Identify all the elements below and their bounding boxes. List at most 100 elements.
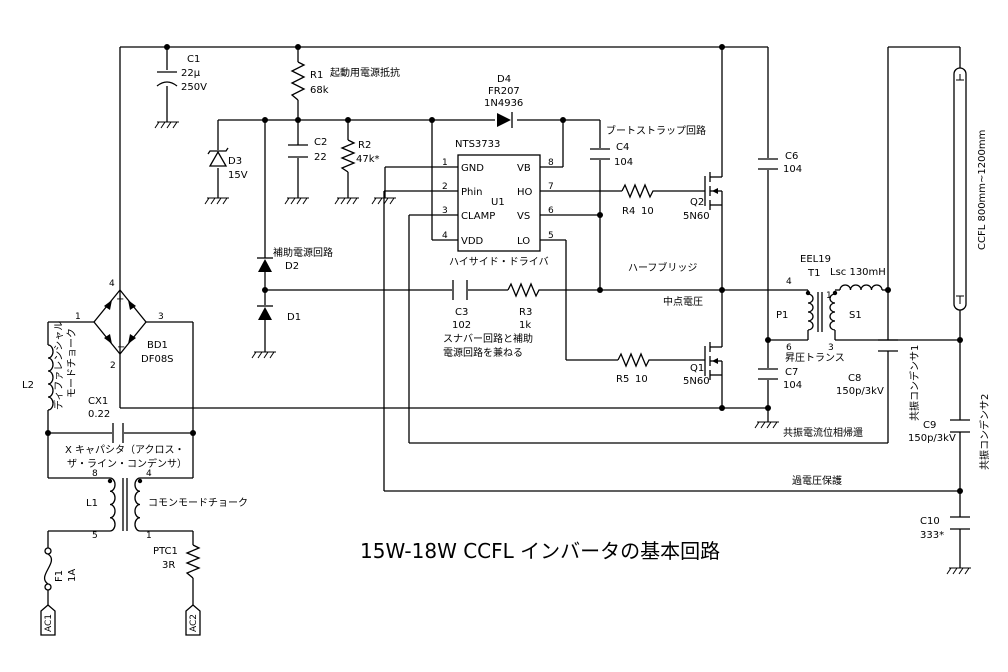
q2-value: 5N60 <box>683 211 710 222</box>
c9-ref: C9 <box>923 420 936 431</box>
u1-pin2-name: Phin <box>461 187 482 198</box>
bd1-pin2: 2 <box>110 361 116 371</box>
u1-desc: ハイサイド・ドライバ <box>449 256 549 268</box>
ground-u1 <box>371 197 396 205</box>
c7-value: 104 <box>783 380 802 391</box>
r3-value: 1k <box>519 320 531 331</box>
t1-core: EEL19 <box>800 254 831 265</box>
resistor-r3: R3 1k <box>507 282 544 331</box>
l1-pin4: 4 <box>146 469 152 479</box>
l1-pin5: 5 <box>92 531 98 541</box>
t1-pin3: 3 <box>828 343 834 353</box>
u1-ref: U1 <box>491 197 505 208</box>
r1-ref: R1 <box>310 70 323 81</box>
d4-ref: D4 <box>497 74 511 85</box>
q1-value: 5N60 <box>683 376 710 387</box>
bd1-pin4: 4 <box>109 279 115 289</box>
bd1-pin1: 1 <box>75 312 81 322</box>
cx1-ref: CX1 <box>88 396 108 407</box>
u1-pin4-name: VDD <box>461 236 484 247</box>
capacitor-c1: C1 22μ 250V <box>156 54 207 93</box>
l2-desc2: モードチョーク <box>66 328 78 398</box>
c1-voltage: 250V <box>181 82 207 93</box>
ic-u1: NTS3733 U1 1 GND 2 Phin 3 CLAMP 4 VDD 8 … <box>442 139 554 268</box>
l2-desc1: ディファレンシャル <box>52 321 65 410</box>
q1-ref: Q1 <box>690 363 704 374</box>
zener-d3: D3 15V <box>207 147 248 181</box>
resistor-r4: R4 10 <box>621 183 656 217</box>
c8-ref: C8 <box>848 373 861 384</box>
ground-d1 <box>251 351 276 359</box>
bd1-plus: + <box>116 294 124 305</box>
f1-ref: F1 <box>54 570 65 582</box>
capacitor-c7: C7 104 <box>758 367 802 391</box>
capacitor-c2: C2 22 <box>288 137 327 163</box>
c6-value: 104 <box>783 164 802 175</box>
d4-value2: 1N4936 <box>484 98 523 109</box>
d2-ref: D2 <box>285 261 299 272</box>
d3-ref: D3 <box>228 156 242 167</box>
cx1-value: 0.22 <box>88 409 110 420</box>
c7-ref: C7 <box>785 367 798 378</box>
cx1-desc2: ザ・ライン・コンデンサ） <box>67 457 187 470</box>
ground-symbols <box>154 121 971 575</box>
u1-part: NTS3733 <box>455 139 500 150</box>
t1-secondary: S1 <box>849 310 862 321</box>
r1-desc: 起動用電源抵抗 <box>330 66 400 79</box>
c9-value: 150p/3kV <box>908 433 956 444</box>
ac1-label: AC1 <box>44 614 54 632</box>
u1-pin7-num: 7 <box>548 182 554 192</box>
snubber-note-line2: 電源回路を兼ねる <box>443 346 523 359</box>
c1-value: 22μ <box>181 68 201 79</box>
u1-pin5-num: 5 <box>548 231 554 241</box>
c10-ref: C10 <box>920 516 940 527</box>
cx1-desc1: X キャパシタ（アクロス・ <box>65 444 185 456</box>
t1-desc: 昇圧トランス <box>785 352 845 364</box>
midpoint-label: 中点電圧 <box>663 295 703 308</box>
r3-ref: R3 <box>519 307 532 318</box>
bd1-minus: − <box>117 342 125 353</box>
u1-pin4-num: 4 <box>442 231 448 241</box>
half-bridge-label: ハーフブリッジ <box>628 261 697 274</box>
ground-c7 <box>754 421 779 429</box>
u1-pin1-num: 1 <box>442 158 448 168</box>
c4-value: 104 <box>614 157 633 168</box>
d2-desc: 補助電源回路 <box>273 246 333 259</box>
bd1-value: DF08S <box>141 354 174 365</box>
ground-c1 <box>154 121 179 129</box>
r5-ref: R5 <box>616 374 629 385</box>
r2-value: 47k* <box>356 154 380 165</box>
r1-value: 68k <box>310 85 329 96</box>
ccfl-label: CCFL 800mm~1200mm <box>977 130 988 250</box>
diode-d2: 補助電源回路 D2 <box>257 246 333 272</box>
r4-value: 10 <box>641 206 654 217</box>
capacitor-c8: C8 150p/3kV 共振コンデンサ1 <box>836 339 921 421</box>
q2-ref: Q2 <box>690 197 704 208</box>
ground-d3 <box>204 197 229 205</box>
snubber-note-line1: スナバー回路と補助 <box>443 332 533 345</box>
diode-d4: D4 FR207 1N4936 <box>484 74 523 128</box>
u1-pin8-num: 8 <box>548 158 554 168</box>
c4-desc: ブートストラップ回路 <box>606 124 706 137</box>
u1-pin3-num: 3 <box>442 206 448 216</box>
c2-ref: C2 <box>314 137 327 148</box>
capacitor-c10: C10 333* <box>920 516 970 541</box>
overvoltage-label: 過電圧保護 <box>792 474 842 487</box>
bridge-rectifier-bd1: + − 4 1 3 2 BD1 DF08S <box>75 279 174 371</box>
u1-pin6-name: VS <box>517 211 530 222</box>
r2-ref: R2 <box>358 140 371 151</box>
r4-ref: R4 <box>622 206 635 217</box>
t1-pin1: 1 <box>826 291 832 301</box>
t1-primary: P1 <box>776 310 788 321</box>
l1-pin1: 1 <box>146 531 152 541</box>
ground-c10 <box>946 567 971 575</box>
capacitor-c6: C6 104 <box>758 151 802 175</box>
ground-c2 <box>284 197 309 205</box>
u1-pin1-name: GND <box>461 163 484 174</box>
mosfet-q2: Q2 5N60 <box>683 170 723 222</box>
diagram-title: 15W-18W CCFL インバータの基本回路 <box>360 539 720 563</box>
c1-ref: C1 <box>187 54 200 65</box>
t1-pin6: 6 <box>786 343 792 353</box>
resistor-r5: R5 10 <box>616 352 652 385</box>
